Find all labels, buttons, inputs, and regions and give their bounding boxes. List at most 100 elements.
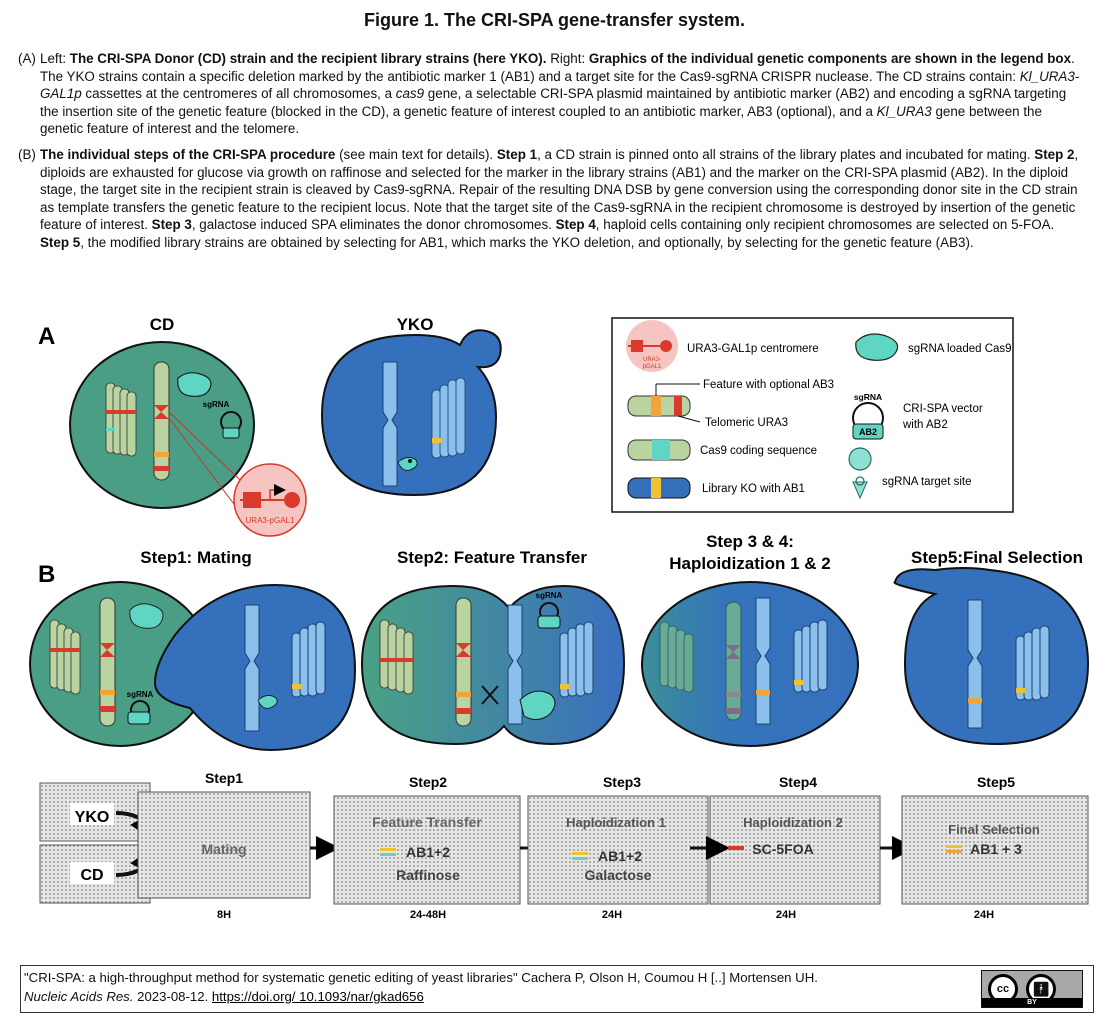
callout-line — [168, 411, 241, 481]
callout-line — [168, 417, 247, 521]
panel-a-letter: A — [38, 323, 55, 350]
para-a-italic: Kl_URA3 — [876, 103, 932, 119]
marker-ab1-icon — [572, 852, 588, 855]
para-a-text: cassettes at the centromeres of all chro… — [81, 86, 396, 102]
step1-sgrna-label: sgRNA — [127, 690, 154, 699]
step34-heading: Haploidization 1 & 2 — [669, 554, 831, 573]
legend-vector-sgrna: sgRNA — [854, 392, 882, 402]
legend-vector-ab2: AB2 — [859, 427, 877, 437]
marker-ab2-icon — [380, 853, 396, 856]
plate-step5-time: 24H — [974, 909, 994, 921]
plate-step5 — [901, 795, 1089, 905]
step34-cell — [641, 581, 859, 747]
plate-step4-marker: SC-5FOA — [752, 841, 813, 857]
plasmid-marker — [222, 427, 240, 439]
plate-step2-head: Step2 — [409, 774, 447, 790]
citation-journal: Nucleic Acids Res. — [24, 989, 134, 1004]
plate-step2-marker: AB1+2 — [406, 844, 450, 860]
by-label: BY — [982, 998, 1082, 1007]
cd-chromosome-stack — [105, 382, 137, 457]
para-b-bold: Step 4 — [555, 217, 596, 233]
para-b-bold: Step 5 — [40, 234, 81, 250]
plate-yko-label: YKO — [75, 809, 110, 826]
plate-step3 — [527, 795, 709, 905]
cd-label: CD — [150, 315, 175, 334]
plate-yko-label-bg — [70, 803, 114, 825]
plate-step2 — [333, 795, 521, 905]
paragraph-b-label: (B) — [18, 147, 36, 162]
doi-link[interactable]: https://doi.org/ 10.1093/nar/gkad656 — [211, 989, 424, 1004]
cd-main-chromosome — [153, 361, 170, 481]
figure-title: Figure 1. The CRI-SPA gene-transfer syst… — [363, 10, 746, 30]
marker-ab2-icon — [572, 857, 588, 860]
plate-cd-label-bg — [70, 862, 114, 884]
legend-target-site-ring — [855, 476, 865, 486]
yko-label: YKO — [397, 315, 434, 334]
marker-ab3-icon — [946, 850, 962, 853]
para-b-text: (see main text for details). — [335, 147, 497, 162]
yko-cell — [320, 329, 502, 497]
figure-graphic: A CD YKO sgRNA URA3-pGAL1 URA3- p — [29, 315, 1090, 921]
step1-yko-chromosomes — [244, 604, 326, 732]
legend-ab2-box — [852, 423, 884, 440]
step2-sgrna-label: sgRNA — [536, 591, 563, 600]
citation-box: "CRI-SPA: a high-throughput method for s… — [20, 965, 1094, 1013]
cd-sgrna-label: sgRNA — [203, 400, 230, 409]
legend-ura3-small-label: URA3- — [643, 357, 661, 363]
legend-cas9-coding-label: Cas9 coding sequence — [700, 445, 817, 457]
paragraph-a-label: (A) — [18, 51, 36, 66]
callout-centromere-dot — [284, 492, 300, 508]
cd-centromere — [154, 405, 169, 419]
para-a-text: Left: — [40, 51, 70, 66]
legend-ura3-dot — [660, 340, 672, 352]
marker-ab1-icon — [946, 845, 962, 848]
legend-library-ko-band — [651, 478, 661, 498]
step5-heading: Step5:Final Selection — [911, 548, 1083, 567]
legend-target-site-icon — [848, 447, 872, 471]
citation-date: 2023-08-12. — [133, 989, 212, 1004]
cas9-protein-icon — [177, 372, 212, 397]
para-b-text: , haploid cells containing only recipien… — [595, 217, 1055, 233]
step1-cd-chromosomes — [49, 597, 164, 727]
step34-chromosomes — [659, 597, 828, 725]
legend-vector-label: CRI-SPA vector — [903, 403, 983, 415]
para-a-text: gene, a selectable CRI-SPA plasmid maint… — [40, 86, 1067, 119]
plate-step4-name: Haploidization 2 — [743, 815, 843, 830]
legend-ura3-label: URA3-GAL1p centromere — [687, 343, 819, 355]
para-a-text: Right: — [546, 51, 589, 66]
plate-step5-head: Step5 — [977, 774, 1015, 790]
plate-step1-head: Step1 — [205, 770, 243, 786]
para-b-text: , diploids are exhausted for glucose via… — [40, 147, 1079, 233]
plate-step3-medium: Galactose — [585, 867, 652, 883]
legend-vector-label: with AB2 — [902, 419, 948, 431]
legend-telomeric-band — [674, 396, 682, 416]
step5-cell — [893, 567, 1090, 746]
para-b-bold: Step 1 — [496, 147, 538, 162]
para-a-text: . The YKO strains contain a specific del… — [40, 51, 1075, 84]
plate-step1-time: 8H — [217, 909, 231, 921]
para-a-text: gene between the genetic feature of inte… — [40, 103, 1042, 137]
legend-cas9-coding-band — [652, 440, 670, 460]
legend-ura3-small-label: pGAL1 — [643, 364, 662, 370]
legend-target-site-label: sgRNA target site — [882, 476, 971, 488]
callout-gene-box — [243, 492, 261, 508]
plate-step2-name: Feature Transfer — [372, 814, 482, 830]
cc-by-license-badge[interactable]: cc 🚹︎ BY — [981, 970, 1083, 1008]
yko-target-site-icon — [397, 457, 418, 471]
para-b-bold: The individual steps of the CRI-SPA proc… — [40, 147, 336, 162]
para-b-bold: Step 2 — [1034, 147, 1075, 162]
para-a-italic: cas9 — [395, 86, 425, 102]
para-a-italic: Kl_URA3-GAL1p — [40, 68, 1080, 102]
plate-cd-label: CD — [80, 867, 103, 884]
para-b-text: , galactose induced SPA eliminates the d… — [191, 217, 556, 233]
citation-quote: "CRI-SPA: a high-throughput method for s… — [24, 970, 818, 985]
plate-step3-time: 24H — [602, 909, 622, 921]
yko-chromosome-stack — [431, 377, 466, 459]
marker-ab1-icon — [380, 848, 396, 851]
legend-pointer-line — [677, 415, 701, 423]
step5-chromosomes — [967, 599, 1050, 729]
legend-ura3-box — [631, 340, 643, 352]
step2-chromosomes — [379, 597, 594, 727]
promoter-arrow-icon — [269, 484, 286, 500]
legend-library-ko-label: Library KO with AB1 — [702, 483, 805, 495]
